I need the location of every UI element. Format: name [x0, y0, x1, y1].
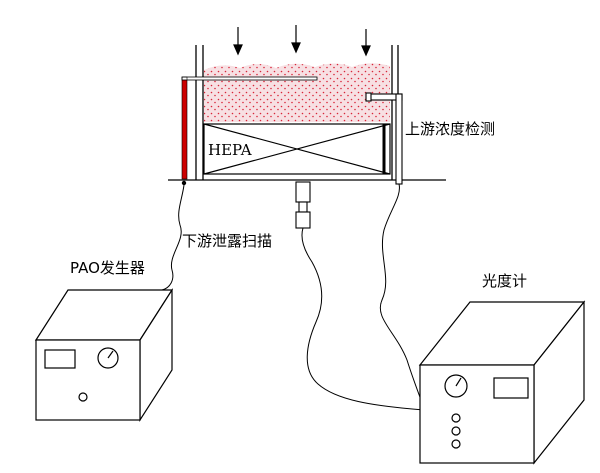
- upstream-probe: [365, 92, 403, 185]
- airflow-arrows: [233, 25, 371, 57]
- display-icon: [44, 349, 76, 369]
- upstream-detection-label: 上游浓度检测: [405, 120, 495, 138]
- knob-icon: [451, 413, 461, 423]
- display-icon: [493, 377, 529, 399]
- knob-icon: [451, 439, 461, 449]
- downstream-scan-label: 下游泄露扫描: [182, 232, 272, 250]
- hepa-label: HEPA: [208, 141, 252, 159]
- pao-generator-label: PAO发生器: [70, 259, 145, 277]
- downstream-scan-probe: [295, 181, 311, 229]
- downstream-hose: [301, 227, 425, 411]
- knob-icon: [451, 426, 461, 436]
- pao-generator: [34, 287, 174, 423]
- aerosol-particles: [204, 63, 390, 122]
- photometer-label: 光度计: [482, 272, 527, 290]
- down-arrow-icon: [291, 25, 301, 54]
- pao-injection-tube: [181, 76, 318, 186]
- down-arrow-icon: [233, 27, 243, 56]
- photometer: [418, 300, 586, 465]
- upstream-hose: [379, 183, 425, 409]
- pao-hose: [161, 184, 185, 291]
- hoses: [161, 183, 425, 411]
- down-arrow-icon: [361, 29, 371, 57]
- knob-icon: [78, 392, 88, 402]
- hepa-filter: [203, 123, 391, 175]
